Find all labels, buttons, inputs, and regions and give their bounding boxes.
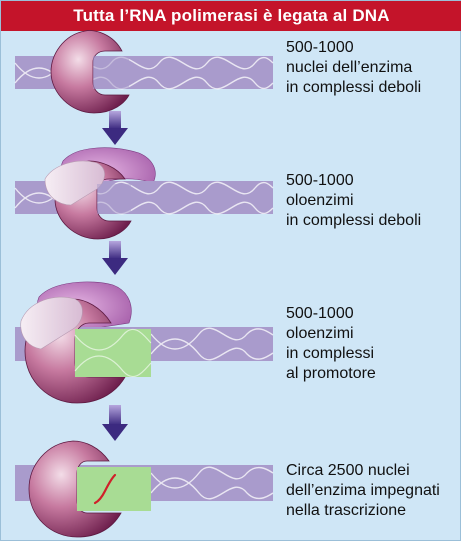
dna-helix-icon [150, 327, 274, 361]
stage-1-line-2: nuclei dell’enzima [286, 59, 413, 76]
stage-3-promoter-complex [15, 281, 274, 404]
stage-4-transcribing-core [15, 440, 274, 538]
transcription-bubble [77, 467, 151, 511]
stage-2-label: 500-1000 oloenzimi in complessi deboli [286, 171, 421, 231]
stage-3-line-1: 500-1000 [286, 305, 354, 322]
stage-1-weak-core [14, 30, 274, 114]
rna-strand-icon [93, 473, 117, 505]
stage-2-line-3: in complessi deboli [286, 212, 422, 229]
stage-3-line-2: oloenzimi [286, 325, 354, 342]
stage-1-line-3: in complessi deboli [286, 79, 422, 96]
stage-3-label: 500-1000 oloenzimi in complessi al promo… [286, 304, 376, 384]
stage-2-line-1: 500-1000 [286, 172, 354, 189]
dna-helix-icon [150, 466, 274, 500]
stage-2-weak-holoenzyme [14, 147, 274, 240]
stage-1-line-1: 500-1000 [286, 39, 354, 56]
down-arrow-icon [102, 405, 128, 441]
stage-2-line-2: oloenzimi [286, 192, 354, 209]
stage-4-line-1: Circa 2500 nuclei [286, 462, 410, 479]
down-arrow-icon [102, 111, 128, 145]
stage-3-line-3: in complessi [286, 345, 375, 362]
stage-3-line-4: al promotore [286, 365, 376, 382]
stage-4-line-3: nella trascrizione [286, 502, 407, 519]
stage-1-label: 500-1000 nuclei dell’enzima in complessi… [286, 38, 421, 98]
stage-4-label: Circa 2500 nuclei dell’enzima impegnati … [286, 461, 440, 521]
open-promoter-dna [75, 329, 151, 377]
stage-4-line-2: dell’enzima impegnati [286, 482, 440, 499]
figure-title: Tutta l’RNA polimerasi è legata al DNA [1, 1, 461, 31]
down-arrow-icon [102, 241, 128, 275]
